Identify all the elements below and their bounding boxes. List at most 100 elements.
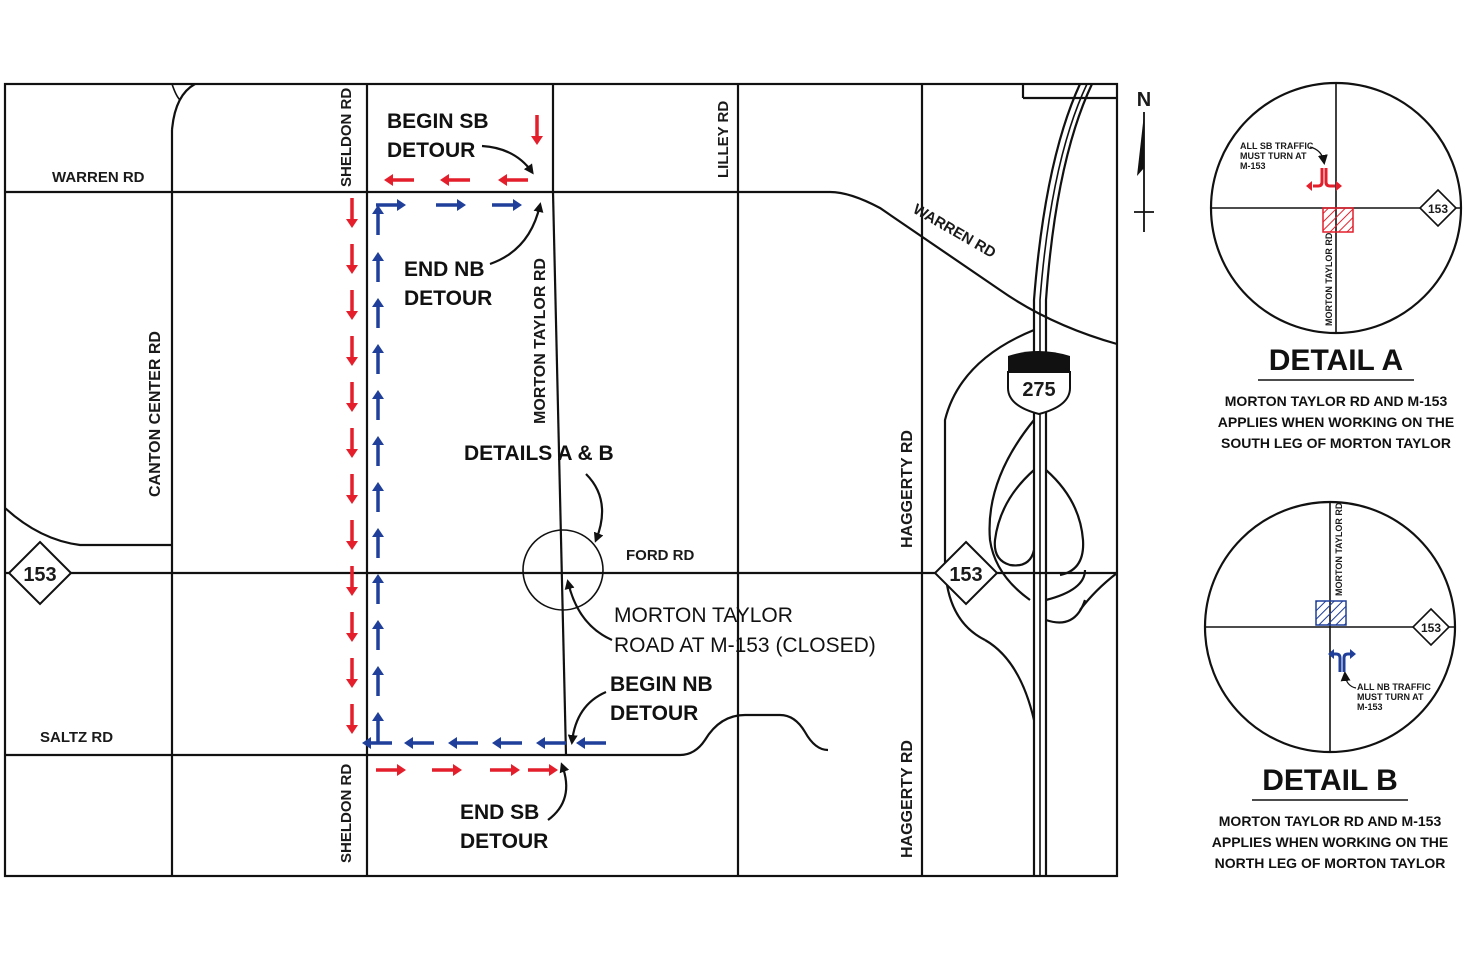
detail-a-shield: 153 (1428, 202, 1448, 216)
detail-a-note-line2: MUST TURN AT (1240, 151, 1307, 161)
nb-detour-arrow (362, 737, 392, 749)
nb-detour-arrow (372, 252, 384, 282)
closure-label-line1: MORTON TAYLOR (614, 604, 793, 627)
i275-shield: 275 (1007, 351, 1071, 416)
north-arrow-letter: N (1137, 89, 1151, 111)
sb-detour-arrow (346, 336, 358, 366)
m153-shield-west: 153 (7, 540, 73, 606)
nb-detour-arrow (372, 574, 384, 604)
nb-detour-arrow (448, 737, 478, 749)
detail-b-shield: 153 (1421, 621, 1441, 635)
begin-sb-detour-line1: BEGIN SB (387, 110, 489, 133)
callouts: BEGIN SB DETOUR END NB DETOUR DETAILS A … (387, 110, 876, 853)
nb-detour-arrow (492, 737, 522, 749)
sb-detour-arrow (490, 764, 520, 776)
end-nb-detour-line1: END NB (404, 258, 485, 281)
sb-detour-arrow (346, 198, 358, 228)
sb-detour-arrow (440, 174, 470, 186)
haggerty-rd-label-north: HAGGERTY RD (899, 430, 916, 548)
detail-b-note-line3: M-153 (1357, 702, 1383, 712)
nb-detour-arrow (372, 436, 384, 466)
closure-label-line2: ROAD AT M-153 (CLOSED) (614, 634, 876, 657)
nb-detour-arrow (372, 482, 384, 512)
warren-road-diagonal (829, 190, 1118, 346)
begin-sb-detour-line2: DETOUR (387, 139, 475, 162)
warren-rd-label-west: WARREN RD (52, 169, 145, 186)
nb-detour-arrow (372, 298, 384, 328)
haggerty-rd-label-south: HAGGERTY RD (899, 740, 916, 858)
northbound-detour-route (362, 199, 606, 749)
nb-detour-arrow (372, 205, 384, 235)
detail-b-work-zone (1315, 600, 1347, 626)
m153-shield-east: 153 (933, 540, 999, 606)
detail-a-road-label: MORTON TAYLOR RD (1324, 232, 1334, 326)
closure-circle (522, 529, 604, 611)
svg-text:153: 153 (23, 564, 56, 586)
detail-a-work-zone (1322, 207, 1354, 233)
sb-detour-arrow (528, 764, 558, 776)
saltz-road-curve (679, 713, 829, 757)
sb-detour-arrow (498, 174, 528, 186)
sb-detour-arrow (346, 520, 358, 550)
detail-b-note-line1: ALL NB TRAFFIC (1357, 682, 1431, 692)
end-nb-detour-line2: DETOUR (404, 287, 492, 310)
canton-center-rd-label: CANTON CENTER RD (147, 331, 164, 497)
detail-a-note-line3: M-153 (1240, 161, 1266, 171)
lilley-rd-label: LILLEY RD (715, 101, 732, 178)
end-sb-detour-line2: DETOUR (460, 830, 548, 853)
sb-detour-arrow (346, 658, 358, 688)
detail-a: 153 MORTON TAYLOR RD ALL SB TRAFFIC MUST… (1209, 81, 1463, 451)
sb-detour-arrow (346, 382, 358, 412)
detail-b: 153 MORTON TAYLOR RD ALL NB TRAFFIC MUST… (1203, 500, 1457, 871)
southbound-detour-route (346, 115, 558, 776)
sb-detour-arrow (346, 244, 358, 274)
end-sb-detour-line1: END SB (460, 801, 539, 824)
detail-a-caption-line1: MORTON TAYLOR RD AND M-153 (1225, 393, 1448, 409)
nb-detour-arrow (376, 199, 406, 211)
nb-detour-arrow (536, 737, 566, 749)
sheldon-rd-label-north: SHELDON RD (338, 88, 355, 187)
sb-detour-arrow (346, 290, 358, 320)
nb-detour-arrow (372, 390, 384, 420)
details-ab-callout: DETAILS A & B (464, 442, 614, 465)
ford-rd-label: FORD RD (626, 547, 694, 564)
detail-a-caption-line2: APPLIES WHEN WORKING ON THE (1218, 414, 1454, 430)
sb-detour-arrow (376, 764, 406, 776)
sb-detour-arrow (346, 704, 358, 734)
detail-b-caption-line1: MORTON TAYLOR RD AND M-153 (1219, 813, 1442, 829)
sb-detour-arrow (346, 612, 358, 642)
sb-detour-arrow (346, 566, 358, 596)
nb-detour-arrow (436, 199, 466, 211)
nb-detour-arrow (492, 199, 522, 211)
sheldon-rd-label-south: SHELDON RD (338, 764, 355, 863)
road-network (4, 83, 1118, 876)
detail-b-caption-line2: APPLIES WHEN WORKING ON THE (1212, 834, 1448, 850)
nb-detour-arrow (576, 737, 606, 749)
north-arrow: N (1134, 89, 1154, 232)
warren-rd-label-east: WARREN RD (910, 201, 999, 262)
morton-taylor-rd-label: MORTON TAYLOR RD (532, 258, 549, 424)
svg-text:275: 275 (1022, 379, 1055, 401)
nb-detour-arrow (404, 737, 434, 749)
nb-detour-arrow (372, 712, 384, 742)
svg-text:153: 153 (949, 564, 982, 586)
begin-nb-detour-line2: DETOUR (610, 702, 698, 725)
morton-taylor-road-line (551, 191, 568, 756)
nb-detour-arrow (372, 620, 384, 650)
detail-a-note-line1: ALL SB TRAFFIC (1240, 141, 1314, 151)
detail-a-turn-arrow (1306, 168, 1342, 191)
saltz-rd-label: SALTZ RD (40, 729, 113, 746)
nb-detour-arrow (372, 666, 384, 696)
sb-detour-arrow (346, 474, 358, 504)
sb-detour-arrow (432, 764, 462, 776)
detail-b-turn-arrow (1328, 649, 1356, 672)
nb-detour-arrow (372, 528, 384, 558)
detail-a-title: DETAIL A (1269, 344, 1403, 377)
detail-b-title: DETAIL B (1262, 764, 1398, 797)
begin-nb-detour-line1: BEGIN NB (610, 673, 713, 696)
detail-b-note-line2: MUST TURN AT (1357, 692, 1424, 702)
detail-a-caption-line3: SOUTH LEG OF MORTON TAYLOR (1221, 435, 1451, 451)
i275-freeway (943, 83, 1118, 876)
sb-detour-arrow (531, 115, 543, 145)
